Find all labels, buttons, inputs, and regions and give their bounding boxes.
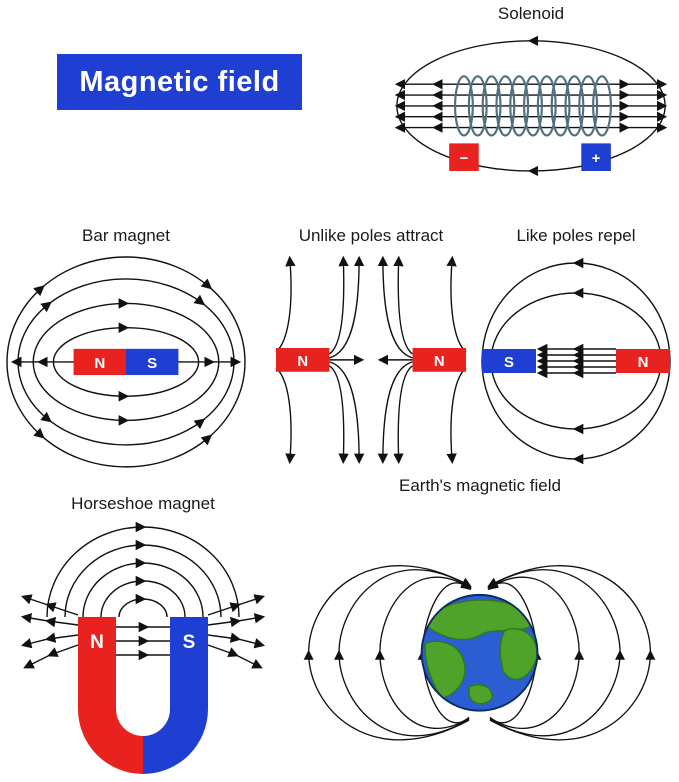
- earth-field-lines: [303, 565, 656, 741]
- solenoid-positive-terminal: +: [581, 143, 611, 171]
- like-left-pole-label: S: [504, 354, 514, 371]
- like-right-magnet: [616, 349, 670, 373]
- horseshoe-label: Horseshoe magnet: [71, 494, 215, 513]
- bar-magnet-body: N S: [73, 348, 179, 376]
- panel-horseshoe: Horseshoe magnet: [18, 494, 268, 777]
- earth-globe: [420, 593, 539, 712]
- unlike-poles-diagram: N N: [275, 255, 467, 464]
- unlike-poles-magnets: N N: [275, 348, 467, 372]
- unlike-left-pole-label: N: [297, 354, 308, 370]
- bar-magnet-n-label: N: [94, 355, 105, 372]
- negative-terminal-label: −: [460, 151, 469, 167]
- horseshoe-n-label: N: [90, 632, 104, 653]
- like-right-pole-label: N: [638, 354, 649, 371]
- like-left-magnet: [482, 349, 536, 373]
- bar-magnet-n-pole: [73, 348, 126, 376]
- solenoid-diagram: − +: [394, 35, 668, 177]
- panel-unlike-poles: Unlike poles attract: [272, 226, 470, 472]
- solenoid-coil: [453, 75, 612, 137]
- solenoid-field-lines: [394, 35, 668, 177]
- horseshoe-field-lines: [20, 521, 266, 669]
- like-poles-label: Like poles repel: [516, 226, 636, 245]
- positive-terminal-label: +: [592, 151, 601, 167]
- earth-continents: [422, 599, 537, 705]
- horseshoe-n-arm: [78, 617, 143, 774]
- earth-label: Earth's magnetic field: [399, 476, 561, 495]
- panel-solenoid: Solenoid: [388, 4, 674, 195]
- like-poles-diagram: S N: [481, 257, 671, 465]
- unlike-right-pole-label: N: [434, 354, 445, 370]
- unlike-right-magnet: [412, 348, 467, 372]
- unlike-poles-label: Unlike poles attract: [298, 226, 444, 245]
- panel-like-poles: Like poles repel S: [478, 226, 674, 474]
- like-poles-field-lines: [481, 257, 671, 465]
- solenoid-label: Solenoid: [497, 4, 565, 23]
- unlike-left-magnet: [275, 348, 330, 372]
- like-poles-magnets: S N: [482, 349, 670, 373]
- earth-diagram: [303, 565, 656, 741]
- bar-magnet-s-pole: [126, 348, 179, 376]
- panel-earth: Earth's magnetic field: [302, 476, 658, 774]
- bar-magnet-s-label: S: [147, 355, 157, 372]
- solenoid-negative-terminal: −: [449, 143, 479, 171]
- title-text: Magnetic field: [79, 65, 280, 98]
- bar-magnet-label: Bar magnet: [82, 226, 170, 245]
- bar-magnet-diagram: N S: [6, 256, 246, 468]
- horseshoe-s-label: S: [183, 632, 196, 653]
- horseshoe-s-arm: [143, 617, 208, 774]
- panel-bar-magnet: Bar magnet N: [6, 226, 246, 476]
- horseshoe-body: N S: [78, 617, 208, 774]
- horseshoe-diagram: N S: [20, 521, 266, 774]
- title-banner: Magnetic field: [57, 54, 302, 110]
